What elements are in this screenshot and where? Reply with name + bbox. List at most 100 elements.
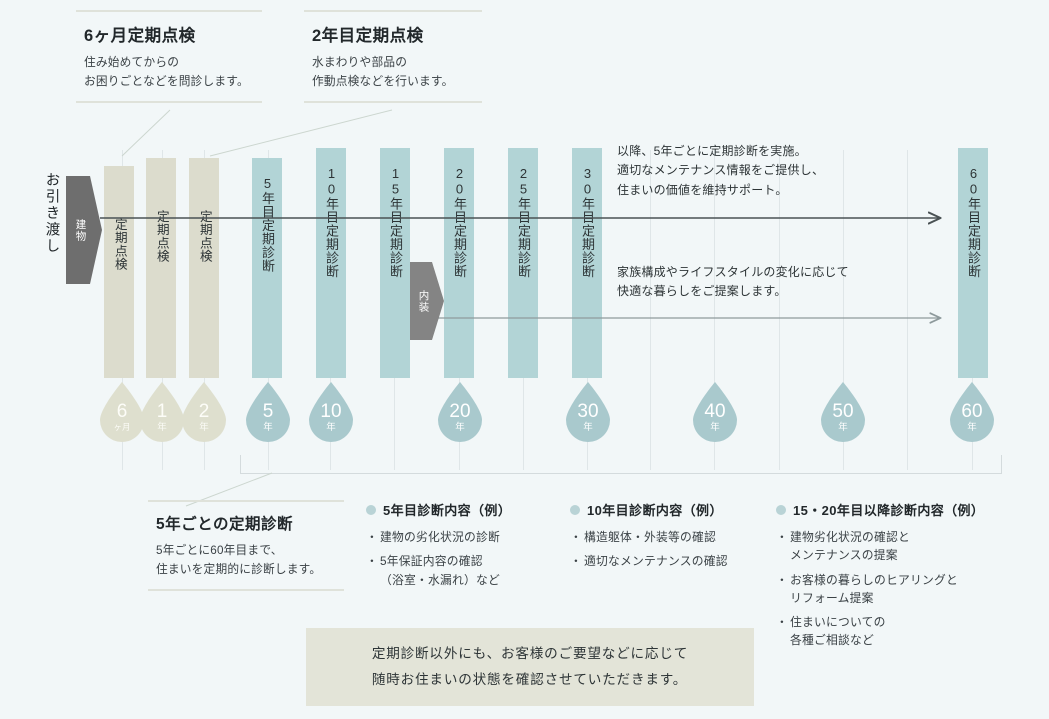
bottom-note-box: 定期診断以外にも、お客様のご要望などに応じて 随時お住まいの状態を確認させていた… <box>306 628 754 706</box>
drop-unit: 年 <box>326 422 336 433</box>
note-periodic-diagnosis: 以降、5年ごとに定期診断を実施。 適切なメンテナンス情報をご提供し、 住まいの価… <box>617 144 825 197</box>
grid-line <box>843 150 844 470</box>
drop-shape <box>246 382 290 442</box>
drop-unit: 年 <box>710 422 720 433</box>
timeline-bar: 定期点検 <box>146 158 176 378</box>
drop-unit: 年 <box>455 422 465 433</box>
grid-line <box>907 150 908 470</box>
interior-tag: 内装 <box>410 262 444 340</box>
handover-label: お引き渡し <box>43 172 60 255</box>
interior-tag-label: 内装 <box>417 289 430 313</box>
callout-five-year-diagnosis: 5年ごとの定期診断 5年ごとに60年目まで、 住まいを定期的に診断します。 <box>148 500 344 591</box>
timeline-bar: 20年目定期診断 <box>444 148 474 378</box>
legend-heading: 15・20年目以降診断内容（例） <box>776 500 1006 519</box>
callout-bottom-rule <box>304 100 482 103</box>
legend-heading-label: 15・20年目以降診断内容（例） <box>793 503 985 518</box>
drop-number: 20 <box>449 401 471 422</box>
timeline-bar-label: 15年目定期診断 <box>388 166 404 278</box>
grid-line <box>779 150 780 470</box>
drop-number: 30 <box>577 401 599 422</box>
timeline-bar-label: 60年目定期診断 <box>966 166 982 278</box>
drop-number: 50 <box>832 401 854 422</box>
building-tag-label: 建物 <box>74 218 87 242</box>
timeline-bar: 定期点検 <box>104 166 134 378</box>
legend-list-item: ・構造躯体・外装等の確認 <box>570 528 770 546</box>
legend-item-text: お客様の暮らしのヒアリングと リフォーム提案 <box>790 572 958 605</box>
drop-shape <box>693 382 737 442</box>
drop-shape <box>950 382 994 442</box>
legend-list-item: ・お客様の暮らしのヒアリングと リフォーム提案 <box>776 571 1006 608</box>
drop-number: 6 <box>116 401 128 422</box>
legend-list-item: ・住まいについての 各種ご相談など <box>776 613 1006 650</box>
timeline-bar: 5年目定期診断 <box>252 158 282 378</box>
legend-item-text: 建物劣化状況の確認と メンテナンスの提案 <box>790 530 910 563</box>
legend-list-item: ・適切なメンテナンスの確認 <box>570 552 770 570</box>
timeline-bar-label: 25年目定期診断 <box>516 166 532 278</box>
legend-column: 10年目診断内容（例）・構造躯体・外装等の確認・適切なメンテナンスの確認 <box>570 500 770 577</box>
legend-item-text: 5年保証内容の確認 （浴室・水漏れ）など <box>380 554 500 587</box>
callout-title: 5年ごとの定期診断 <box>156 516 293 533</box>
drop-shape <box>438 382 482 442</box>
drop-shape <box>566 382 610 442</box>
legend-list: ・構造躯体・外装等の確認・適切なメンテナンスの確認 <box>570 528 770 571</box>
drop-number: 40 <box>704 401 726 422</box>
legend-heading-label: 10年目診断内容（例） <box>587 503 723 518</box>
bottom-note-text: 定期診断以外にも、お客様のご要望などに応じて 随時お住まいの状態を確認させていた… <box>371 646 689 687</box>
grid-line <box>650 150 651 470</box>
building-tag: 建物 <box>66 176 102 284</box>
grid-line <box>714 150 715 470</box>
timeline-bar: 10年目定期診断 <box>316 148 346 378</box>
timeline-bar-label: 10年目定期診断 <box>324 166 340 278</box>
list-marker-icon: ・ <box>570 530 582 544</box>
legend-list-item: ・5年保証内容の確認 （浴室・水漏れ）など <box>366 552 562 589</box>
building-tag-shape <box>66 176 102 284</box>
list-marker-icon: ・ <box>570 554 582 569</box>
legend-list-item: ・建物劣化状況の確認と メンテナンスの提案 <box>776 528 1006 565</box>
callout-body: 住み始めてからの お困りごとなどを問診します。 <box>84 56 249 89</box>
list-marker-icon: ・ <box>366 554 378 569</box>
timeline-bar-label: 定期点検 <box>197 210 212 263</box>
legend-item-text: 適切なメンテナンスの確認 <box>584 554 728 569</box>
drop-shape <box>821 382 865 442</box>
drop-shape <box>140 382 184 442</box>
legend-bullet-icon <box>570 504 580 515</box>
callout-bottom-rule <box>76 100 262 103</box>
timeline-bar: 30年目定期診断 <box>572 148 602 378</box>
callout-title: 6ヶ月定期点検 <box>84 27 196 45</box>
callout-top-rule <box>76 10 262 12</box>
legend-column: 5年目診断内容（例）・建物の劣化状況の診断・5年保証内容の確認 （浴室・水漏れ）… <box>366 500 562 595</box>
timeline-bar-label: 20年目定期診断 <box>452 166 468 278</box>
list-marker-icon: ・ <box>776 572 788 587</box>
timeline-bar: 25年目定期診断 <box>508 148 538 378</box>
list-marker-icon: ・ <box>776 615 788 630</box>
drop-unit: 年 <box>157 422 167 433</box>
callout-bottom-rule <box>148 588 344 591</box>
callout-body: 水まわりや部品の 作動点検などを行います。 <box>312 56 454 89</box>
timeline-bar: 定期点検 <box>189 158 219 378</box>
drop-shape <box>182 382 226 442</box>
drop-unit: 年 <box>199 422 209 433</box>
drop-unit: 年 <box>967 422 977 433</box>
callout-body: 5年ごとに60年目まで、 住まいを定期的に診断します。 <box>156 544 322 577</box>
legend-item-text: 住まいについての 各種ご相談など <box>790 615 886 648</box>
timeline-bar-label: 30年目定期診断 <box>580 166 596 278</box>
legend-heading: 5年目診断内容（例） <box>366 500 562 519</box>
legend-item-text: 構造躯体・外装等の確認 <box>584 530 716 544</box>
